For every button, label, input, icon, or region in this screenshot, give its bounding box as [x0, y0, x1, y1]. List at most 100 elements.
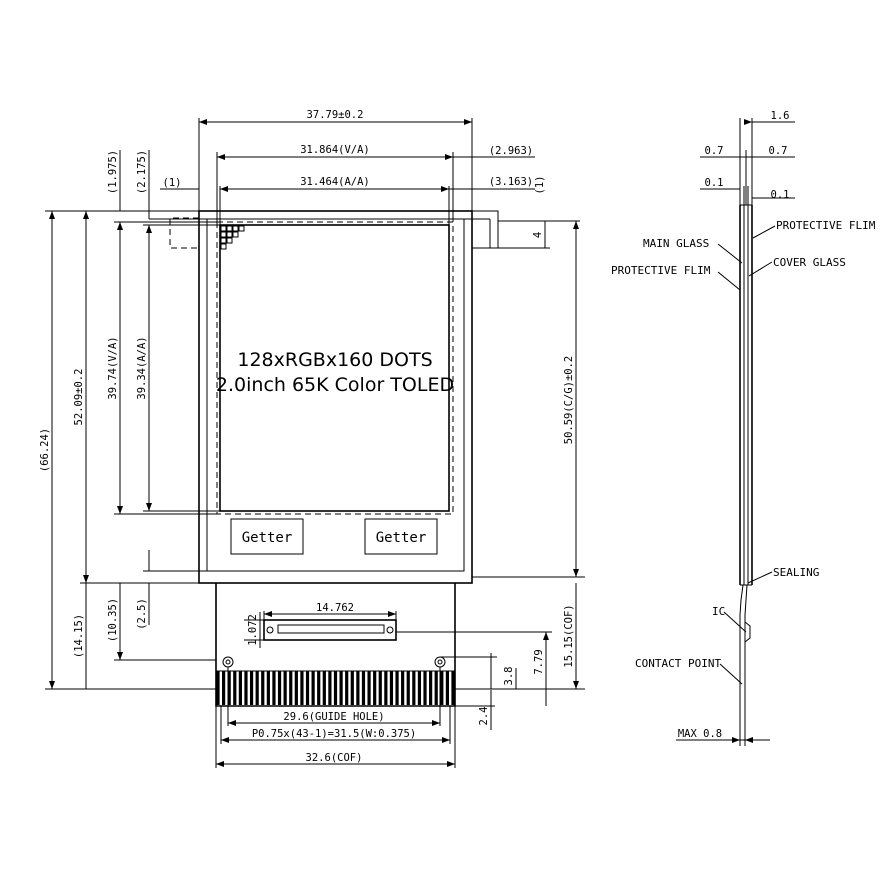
label-protective-film-left: PROTECTIVE FLIM — [611, 264, 711, 277]
contact-pin — [227, 671, 231, 705]
panel-text-line2: 2.0inch 65K Color TOLED — [216, 374, 454, 396]
panel-text-line1: 128xRGBx160 DOTS — [237, 349, 432, 371]
contact-pin — [261, 671, 265, 705]
contact-pin — [249, 671, 254, 705]
dim-total-height: (66.24) — [39, 428, 51, 472]
contact-pin — [401, 671, 405, 705]
getter-box-right — [364, 518, 438, 555]
label-ic: IC — [712, 605, 725, 618]
active-area — [219, 224, 450, 512]
dim-cof-10-35: (10.35) — [107, 598, 119, 642]
contact-pin — [367, 671, 371, 705]
contact-pin — [328, 671, 332, 705]
side-ic — [744, 621, 751, 643]
getter-label-right: Getter — [376, 530, 427, 546]
contact-pin — [412, 671, 416, 705]
contact-pin — [272, 671, 276, 705]
dim-hole-3-8: 3.8 — [503, 667, 515, 686]
cover-glass-outline — [206, 218, 465, 572]
dim-guide-hole: 29.6(GUIDE HOLE) — [283, 711, 384, 723]
contact-pin — [322, 671, 326, 705]
contact-pin — [266, 671, 270, 705]
dim-cof-height-left: (14.15) — [73, 614, 85, 658]
ic-connector — [263, 619, 397, 641]
dim-cg-height: 50.59(C/G)±0.2 — [563, 356, 575, 445]
contact-pin — [311, 671, 315, 705]
contact-pin — [233, 671, 237, 705]
dim-right-top-2: (3.163) — [489, 176, 533, 188]
front-view: 128xRGBx160 DOTS 2.0inch 65K Color TOLED… — [39, 109, 585, 768]
contact-pin — [389, 671, 394, 705]
contact-pin — [406, 671, 410, 705]
contact-pin — [339, 671, 343, 705]
contact-pin — [300, 671, 304, 705]
contact-pin — [373, 671, 377, 705]
dim-aa-height: 39.34(A/A) — [136, 336, 148, 399]
left-tab-outline — [169, 217, 199, 249]
dim-ic-width: 14.762 — [316, 602, 354, 614]
label-protective-film-top: PROTECTIVE FLIM — [776, 219, 876, 232]
dim-ic-height: 1.072 — [247, 614, 259, 646]
contact-pin — [238, 671, 242, 705]
contact-pin — [294, 671, 298, 705]
label-contact-point: CONTACT POINT — [635, 657, 721, 670]
dim-right-top-1: (2.963) — [489, 145, 533, 157]
contact-pin — [378, 671, 382, 705]
contact-pin — [350, 671, 354, 705]
viewing-area — [216, 221, 454, 515]
side-film-b: 0.1 — [771, 189, 790, 201]
contact-pin — [216, 671, 220, 705]
contact-pin — [283, 671, 287, 705]
right-tab-outline — [472, 210, 499, 249]
contact-pin — [417, 671, 422, 705]
dim-left-top-3: (1) — [163, 177, 182, 189]
contact-pin — [451, 671, 455, 705]
label-sealing: SEALING — [773, 566, 819, 579]
contact-pin — [305, 671, 310, 705]
contact-pin — [244, 671, 248, 705]
contact-pin — [277, 671, 282, 705]
contact-pin — [440, 671, 444, 705]
side-film-a: 0.1 — [705, 177, 724, 189]
dim-cof-height-right: 15.15(COF) — [563, 604, 575, 667]
dim-left-top-1: (1.975) — [107, 150, 119, 194]
contact-pin — [434, 671, 438, 705]
dim-va-height: 39.74(V/A) — [107, 336, 119, 399]
contact-pin — [222, 671, 226, 705]
dim-hole-7-79: 7.79 — [533, 649, 545, 674]
contact-pins — [216, 671, 455, 705]
contact-pin — [289, 671, 293, 705]
glass-outline — [198, 210, 473, 584]
dim-left-top-2: (2.175) — [136, 150, 148, 194]
dim-cof-width: 32.6(COF) — [306, 752, 363, 764]
getter-box-left — [230, 518, 304, 555]
getter-label-left: Getter — [242, 530, 293, 546]
label-cover-glass: COVER GLASS — [773, 256, 846, 269]
contact-pin — [429, 671, 433, 705]
contact-pin — [333, 671, 338, 705]
dim-va-width: 31.864(V/A) — [300, 144, 370, 156]
dim-pin-2-4: 2.4 — [478, 707, 490, 726]
side-layer-b: 0.7 — [769, 145, 788, 157]
corner-pixel-marks — [220, 225, 245, 250]
label-main-glass: MAIN GLASS — [643, 237, 709, 250]
contact-pin — [356, 671, 360, 705]
dim-cof-2-5: (2.5) — [136, 598, 148, 630]
dim-tab-height: 4 — [532, 232, 544, 238]
contact-pin — [423, 671, 427, 705]
contact-pin — [445, 671, 449, 705]
dim-outline-width: 37.79±0.2 — [307, 109, 364, 121]
contact-pin — [255, 671, 259, 705]
contact-pin — [384, 671, 388, 705]
cof-outline — [215, 583, 456, 707]
dim-aa-width: 31.464(A/A) — [300, 176, 370, 188]
side-total-thickness: 1.6 — [771, 110, 790, 122]
contact-pin — [345, 671, 349, 705]
side-view: 1.6 0.7 0.7 0.1 0.1 PROTECTIVE FLIM MAIN… — [611, 110, 876, 746]
guide-hole-left — [222, 656, 234, 668]
dim-right-top-3: (1) — [534, 176, 546, 195]
side-layer-a: 0.7 — [705, 145, 724, 157]
side-max-thickness: MAX 0.8 — [678, 728, 722, 740]
contact-pin — [317, 671, 321, 705]
